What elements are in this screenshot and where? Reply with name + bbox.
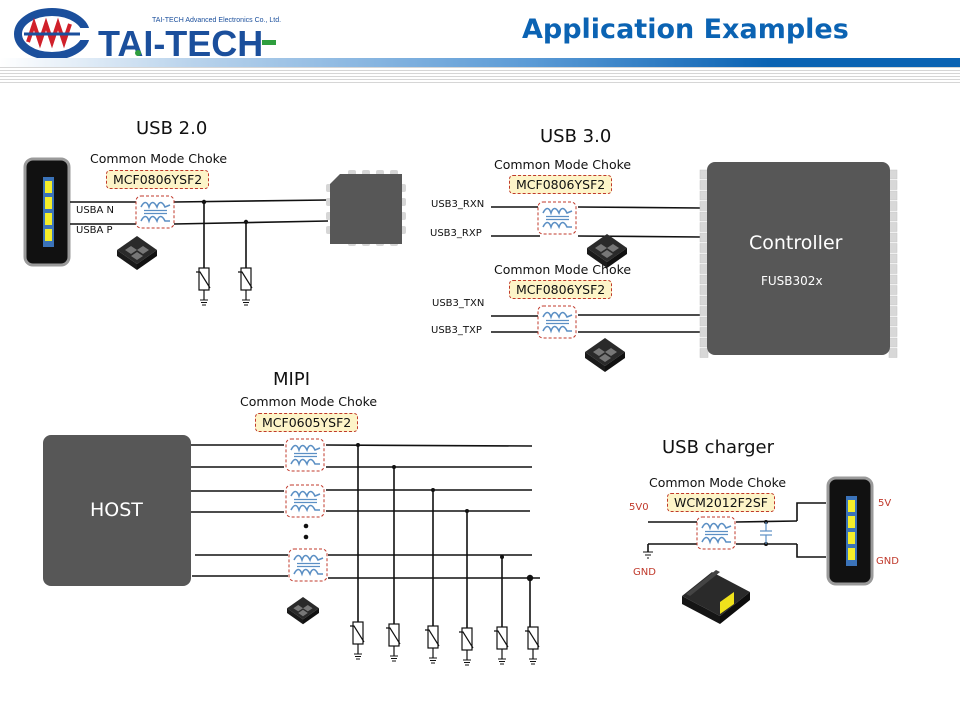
controller-pin [888,274,898,285]
charger-choke-symbol [696,516,736,550]
charger-label-5v: 5V [878,498,892,509]
usb3-tx-choke-package-icon [585,338,625,372]
usb2-varistor-1 [195,267,211,306]
mipi-varistor-3 [424,625,440,664]
controller-pin [888,211,898,222]
controller-chip [707,162,890,355]
controller-pin [888,295,898,306]
usb3-tx-component-label: Common Mode Choke [494,262,632,277]
charger-label-5v0: 5V0 [629,502,649,513]
mipi-part-number: MCF0605YSF2 [255,413,359,432]
controller-pin [888,348,898,358]
mipi-choke-package-icon [287,597,319,625]
controller-pin [888,306,898,316]
charger-choke-package-icon [682,570,750,624]
charger-usb-connector-icon [826,476,874,586]
mipi-section-title: MIPI [273,369,311,390]
charger-label-gnd-left: GND [633,567,656,578]
ellipsis-dot [303,523,309,529]
charger-section-title: USB charger [662,437,774,458]
header-accent-bar [0,58,960,67]
usb2-varistor-2 [237,267,253,306]
usb3-rx-component-label: Common Mode Choke [494,157,632,172]
usb2-signal-n: USBA N [76,205,115,216]
controller-pins [699,169,898,358]
mipi-choke-symbol-3 [288,548,328,582]
charger-component-label: Common Mode Choke [649,475,787,490]
host-chip [43,435,191,586]
mipi-varistor-4 [458,627,474,666]
usb3-tx-part-number: MCF0806YSF2 [509,280,613,299]
controller-pin [888,201,898,211]
charger-part-number: WCM2012F2SF [667,493,775,512]
usb2-ic-icon [326,170,406,246]
charger-label-gnd-right: GND [876,556,899,567]
logo-emblem-icon: TAI-TECH [14,8,276,62]
host-label: HOST [90,499,143,521]
usb3-signal-txn: USB3_TXN [432,298,485,309]
logo-wordmark: TAI-TECH [98,23,263,62]
usb2-part-number: MCF0806YSF2 [106,170,210,189]
controller-pin [888,232,898,243]
mipi-varistor-1 [349,621,365,660]
controller-pin [888,180,898,190]
mipi-varistor-6 [524,626,540,665]
controller-pin [888,337,898,348]
controller-pin [888,285,898,295]
mipi-component-label: Common Mode Choke [240,394,378,409]
header-divider-lines [0,67,960,83]
company-logo: TAI-TECH [10,8,290,62]
controller-pin [888,264,898,274]
usb2-connector-icon [23,157,71,267]
usb2-choke-symbol [135,195,175,229]
controller-pin [888,316,898,327]
usb2-choke-package-icon [117,236,157,270]
page-title: Application Examples [522,14,849,45]
controller-pin [888,190,898,201]
usb3-signal-rxp: USB3_RXP [430,228,482,239]
mipi-varistor-5 [493,626,509,665]
mipi-varistor-2 [385,623,401,662]
controller-pin [888,327,898,337]
usb3-rx-choke-symbol [537,201,577,235]
controller-pin [888,169,898,180]
capacitor-symbol [760,522,772,544]
mipi-choke-symbol-1 [285,438,325,472]
mipi-choke-symbol-2 [285,484,325,518]
usb3-signal-txp: USB3_TXP [431,325,482,336]
usb3-rx-part-number: MCF0806YSF2 [509,175,613,194]
usb2-signal-p: USBA P [76,225,113,236]
controller-pin [888,253,898,264]
usb3-tx-choke-symbol [537,305,577,339]
usb2-section-title: USB 2.0 [136,118,208,139]
controller-label: Controller [749,232,843,254]
controller-pin [699,348,709,358]
usb3-signal-rxn: USB3_RXN [431,199,485,210]
controller-pin [888,243,898,253]
company-tagline: TAI-TECH Advanced Electronics Co., Ltd. [152,17,282,24]
controller-part: FUSB302x [761,274,823,288]
usb3-section-title: USB 3.0 [540,126,612,147]
usb2-component-label: Common Mode Choke [90,151,228,166]
ellipsis-dot [303,534,309,540]
controller-pin [888,222,898,232]
